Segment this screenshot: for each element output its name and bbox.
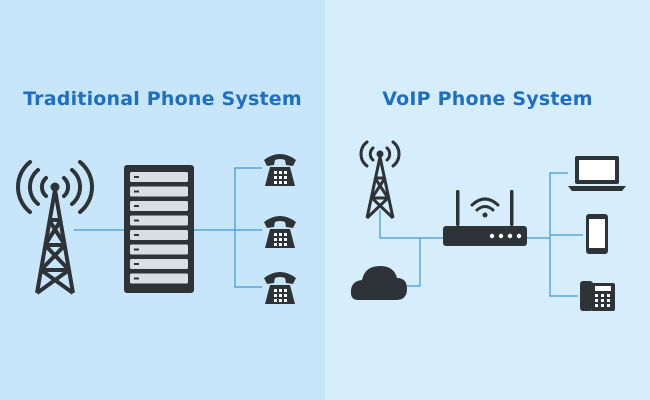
cloud-to-router-line [405,238,421,287]
telephone-icon [264,272,296,304]
voip-title: VoIP Phone System [382,88,593,110]
connector-lines [74,167,583,297]
server-rack-icon [124,165,194,293]
telephone-icon [264,216,296,248]
wifi-router-icon [443,190,527,246]
server-slot [130,273,188,284]
server-slot-indicator [134,234,139,236]
server-slot-indicator [134,205,139,207]
server-slot-indicator [134,176,139,178]
server-slot [130,186,188,197]
server-slot-indicator [134,263,139,265]
laptop-icon [568,156,626,191]
cloud-icon [350,266,407,300]
server-slot [130,244,188,255]
tower-to-router-line [379,210,445,239]
server-slot [130,215,188,226]
telephone-icon [264,154,296,186]
antenna-tower-icon [359,140,401,220]
server-slot-indicator [134,277,139,280]
antenna-tower-icon [16,160,94,295]
server-slot [130,172,188,182]
phone-branch-line [234,167,262,288]
server-slot-indicator [134,219,139,222]
smartphone-icon [586,214,608,254]
server-slot [130,201,188,211]
server-slot [130,259,188,269]
server-slot-indicator [134,248,139,251]
server-slot-indicator [134,190,139,193]
server-slot [130,230,188,240]
traditional-title: Traditional Phone System [23,88,302,110]
desk-phone-icon [580,281,615,311]
